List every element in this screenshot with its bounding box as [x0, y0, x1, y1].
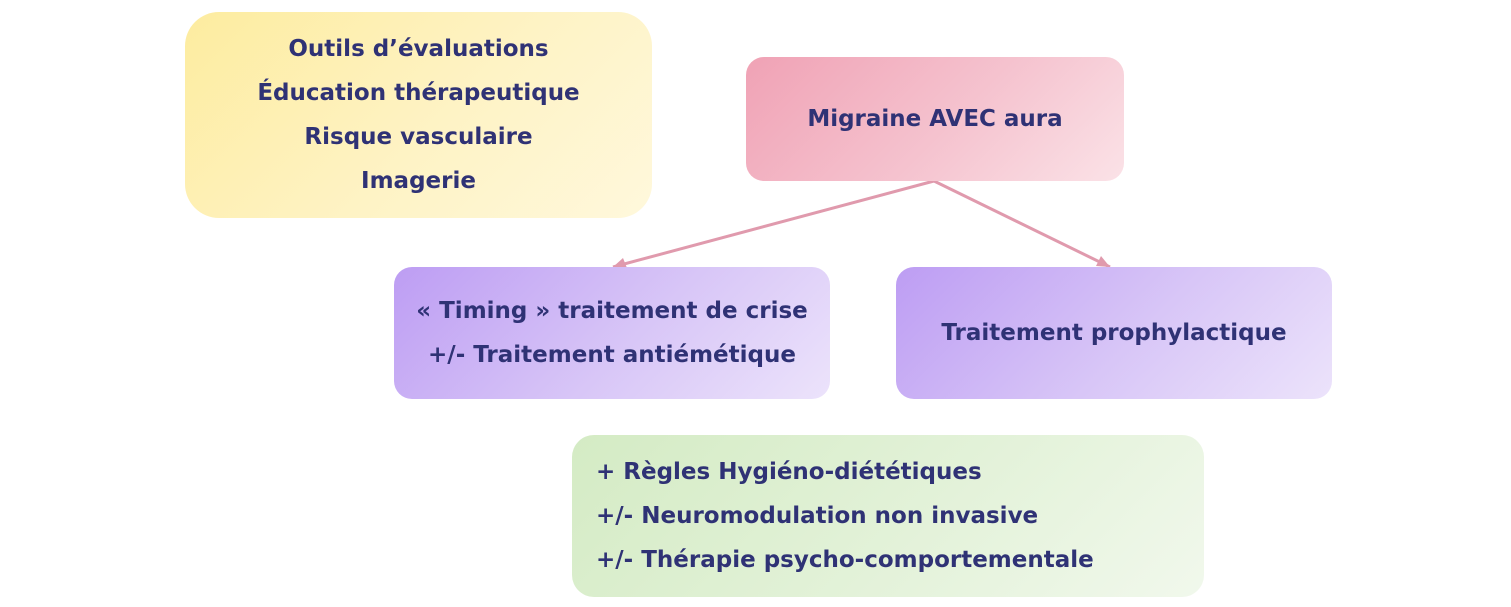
evaluation-tools-box: Outils d’évaluations Éducation thérapeut…	[185, 12, 652, 218]
crisis-line-1: « Timing » traitement de crise	[416, 298, 808, 324]
arrow-to-crisis-treatment	[612, 179, 935, 269]
evaluation-line-4: Imagerie	[361, 168, 476, 194]
measures-line-1: + Règles Hygiéno-diététiques	[596, 459, 982, 485]
prophylactic-treatment-box: Traitement prophylactique	[896, 267, 1332, 399]
non-drug-measures-box: + Règles Hygiéno-diététiques +/- Neuromo…	[572, 435, 1204, 597]
arrow-to-prophylactic-treatment	[933, 179, 1111, 269]
migraine-with-aura-box: Migraine AVEC aura	[746, 57, 1124, 181]
crisis-treatment-box: « Timing » traitement de crise +/- Trait…	[394, 267, 830, 399]
arrowhead-prophylactic-treatment	[1096, 256, 1110, 267]
crisis-line-2: +/- Traitement antiémétique	[428, 342, 796, 368]
prophylactic-title: Traitement prophylactique	[941, 320, 1287, 346]
evaluation-line-2: Éducation thérapeutique	[257, 80, 580, 106]
measures-line-3: +/- Thérapie psycho-comportementale	[596, 547, 1094, 573]
migraine-title: Migraine AVEC aura	[807, 106, 1063, 132]
evaluation-line-3: Risque vasculaire	[304, 124, 533, 150]
measures-line-2: +/- Neuromodulation non invasive	[596, 503, 1039, 529]
evaluation-line-1: Outils d’évaluations	[288, 36, 549, 62]
